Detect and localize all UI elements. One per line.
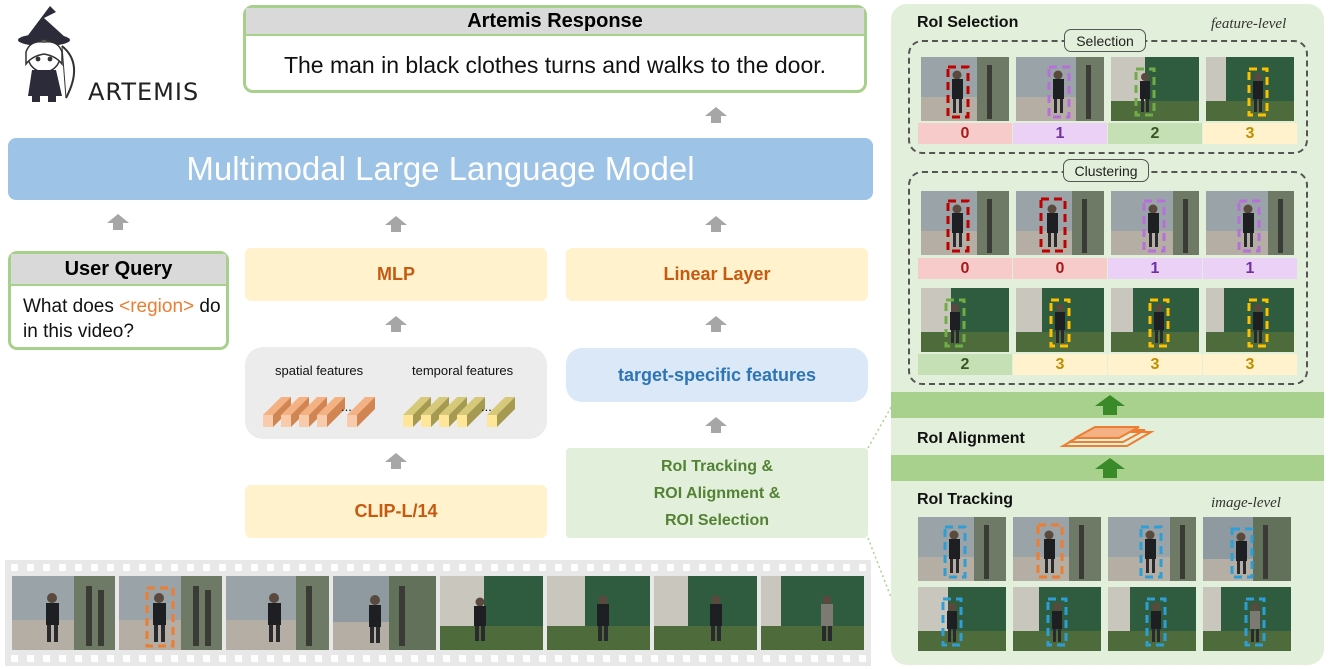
cluster-thumb bbox=[1111, 288, 1199, 352]
selection-thumb-0 bbox=[921, 57, 1009, 121]
feature-level-note: feature-level bbox=[1211, 16, 1287, 32]
selection-label-1: 1 bbox=[1013, 123, 1107, 144]
selection-label-0: 0 bbox=[918, 123, 1012, 144]
response-text: The man in black clothes turns and walks… bbox=[283, 52, 827, 78]
user-query-box: User Query What does <region> do in this… bbox=[8, 251, 229, 350]
up-arrow-icon bbox=[705, 216, 727, 232]
llm-block: Multimodal Large Language Model bbox=[8, 138, 873, 200]
query-text-before: What does bbox=[23, 296, 120, 317]
witch-mascot-icon bbox=[18, 6, 75, 102]
video-frame bbox=[761, 576, 864, 650]
up-arrow-icon bbox=[385, 216, 407, 232]
response-title: Artemis Response bbox=[246, 8, 864, 36]
linear-layer-block: Linear Layer bbox=[566, 248, 868, 301]
tracking-thumb bbox=[918, 587, 1006, 651]
up-arrow-icon bbox=[385, 453, 407, 469]
video-frame-region bbox=[119, 576, 222, 650]
selection-pill: Selection bbox=[1064, 29, 1146, 52]
up-arrow-icon bbox=[1095, 458, 1125, 478]
cluster-thumb bbox=[1016, 191, 1104, 255]
film-perforations bbox=[11, 564, 866, 662]
selection-label-3: 3 bbox=[1203, 123, 1297, 144]
ellipsis: ... bbox=[481, 399, 492, 414]
up-arrow-icon bbox=[385, 316, 407, 332]
ellipsis: ... bbox=[341, 399, 352, 414]
tracking-thumb bbox=[1203, 517, 1291, 581]
video-frame bbox=[226, 576, 329, 650]
cluster-label: 3 bbox=[1013, 354, 1107, 375]
cluster-label: 0 bbox=[918, 258, 1012, 279]
up-arrow-icon bbox=[705, 107, 727, 123]
cluster-label: 1 bbox=[1203, 258, 1297, 279]
tracking-thumb bbox=[1013, 587, 1101, 651]
cluster-label: 3 bbox=[1203, 354, 1297, 375]
roi-pipeline-panel: RoI Selection feature-level Selection 0 … bbox=[891, 4, 1324, 665]
selection-thumb-1 bbox=[1016, 57, 1104, 121]
roi-tracking-title: RoI Tracking bbox=[917, 491, 1014, 508]
up-arrow-icon bbox=[107, 214, 129, 230]
selection-thumb-3 bbox=[1206, 57, 1294, 121]
features-block: spatial features temporal features ... .… bbox=[245, 347, 547, 439]
logo-text: ARTEMIS bbox=[88, 78, 200, 106]
cluster-thumb bbox=[1111, 191, 1199, 255]
clip-encoder-block: CLIP-L/14 bbox=[245, 485, 547, 538]
tracking-thumb bbox=[1108, 587, 1196, 651]
cluster-thumb bbox=[1206, 288, 1294, 352]
tracking-thumb bbox=[918, 517, 1006, 581]
image-level-note: image-level bbox=[1211, 495, 1281, 511]
tracking-thumb bbox=[1013, 517, 1101, 581]
selection-label-2: 2 bbox=[1108, 123, 1202, 144]
artemis-response-box: Artemis Response The man in black clothe… bbox=[243, 5, 867, 93]
dotted-connector bbox=[867, 401, 895, 606]
roi-selection-title: RoI Selection bbox=[917, 14, 1019, 31]
cluster-thumb bbox=[921, 288, 1009, 352]
video-frame bbox=[333, 576, 436, 650]
clustering-pill: Clustering bbox=[1063, 159, 1149, 182]
target-specific-features-block: target-specific features bbox=[566, 348, 868, 402]
cluster-label: 2 bbox=[918, 354, 1012, 375]
cluster-thumb bbox=[1206, 191, 1294, 255]
logo bbox=[10, 4, 90, 104]
up-arrow-icon bbox=[705, 417, 727, 433]
roi-line-1: RoI Tracking & bbox=[660, 457, 774, 475]
roi-ops-block: RoI Tracking & ROI Alignment & ROI Selec… bbox=[566, 448, 868, 538]
temporal-features-label: temporal features bbox=[412, 363, 514, 378]
temporal-feature-blocks-icon bbox=[403, 397, 515, 427]
user-query-text: What does <region> do in this video? bbox=[23, 294, 228, 344]
tracking-thumb bbox=[1108, 517, 1196, 581]
cluster-label: 1 bbox=[1108, 258, 1202, 279]
user-query-title: User Query bbox=[11, 254, 226, 286]
roi-line-2: ROI Alignment & bbox=[653, 484, 781, 502]
roi-line-3: ROI Selection bbox=[664, 511, 770, 529]
video-frame bbox=[12, 576, 115, 650]
mlp-block: MLP bbox=[245, 248, 547, 301]
video-frame bbox=[440, 576, 543, 650]
up-arrow-icon bbox=[705, 316, 727, 332]
video-film-strip bbox=[5, 560, 871, 666]
cluster-label: 3 bbox=[1108, 354, 1202, 375]
video-frame bbox=[547, 576, 650, 650]
spatial-features-label: spatial features bbox=[275, 363, 364, 378]
cluster-label: 0 bbox=[1013, 258, 1107, 279]
selection-thumb-2 bbox=[1111, 57, 1199, 121]
up-arrow-icon bbox=[1095, 395, 1125, 415]
roi-alignment-title: RoI Alignment bbox=[917, 430, 1025, 447]
video-frame bbox=[654, 576, 757, 650]
stacked-layers-icon bbox=[1059, 426, 1155, 447]
tracking-thumb bbox=[1203, 587, 1291, 651]
cluster-thumb bbox=[921, 191, 1009, 255]
spatial-feature-blocks-icon bbox=[263, 397, 375, 427]
query-text-after: do in this video? bbox=[23, 296, 221, 342]
cluster-thumb bbox=[1016, 288, 1104, 352]
region-token: <region> bbox=[119, 296, 195, 317]
